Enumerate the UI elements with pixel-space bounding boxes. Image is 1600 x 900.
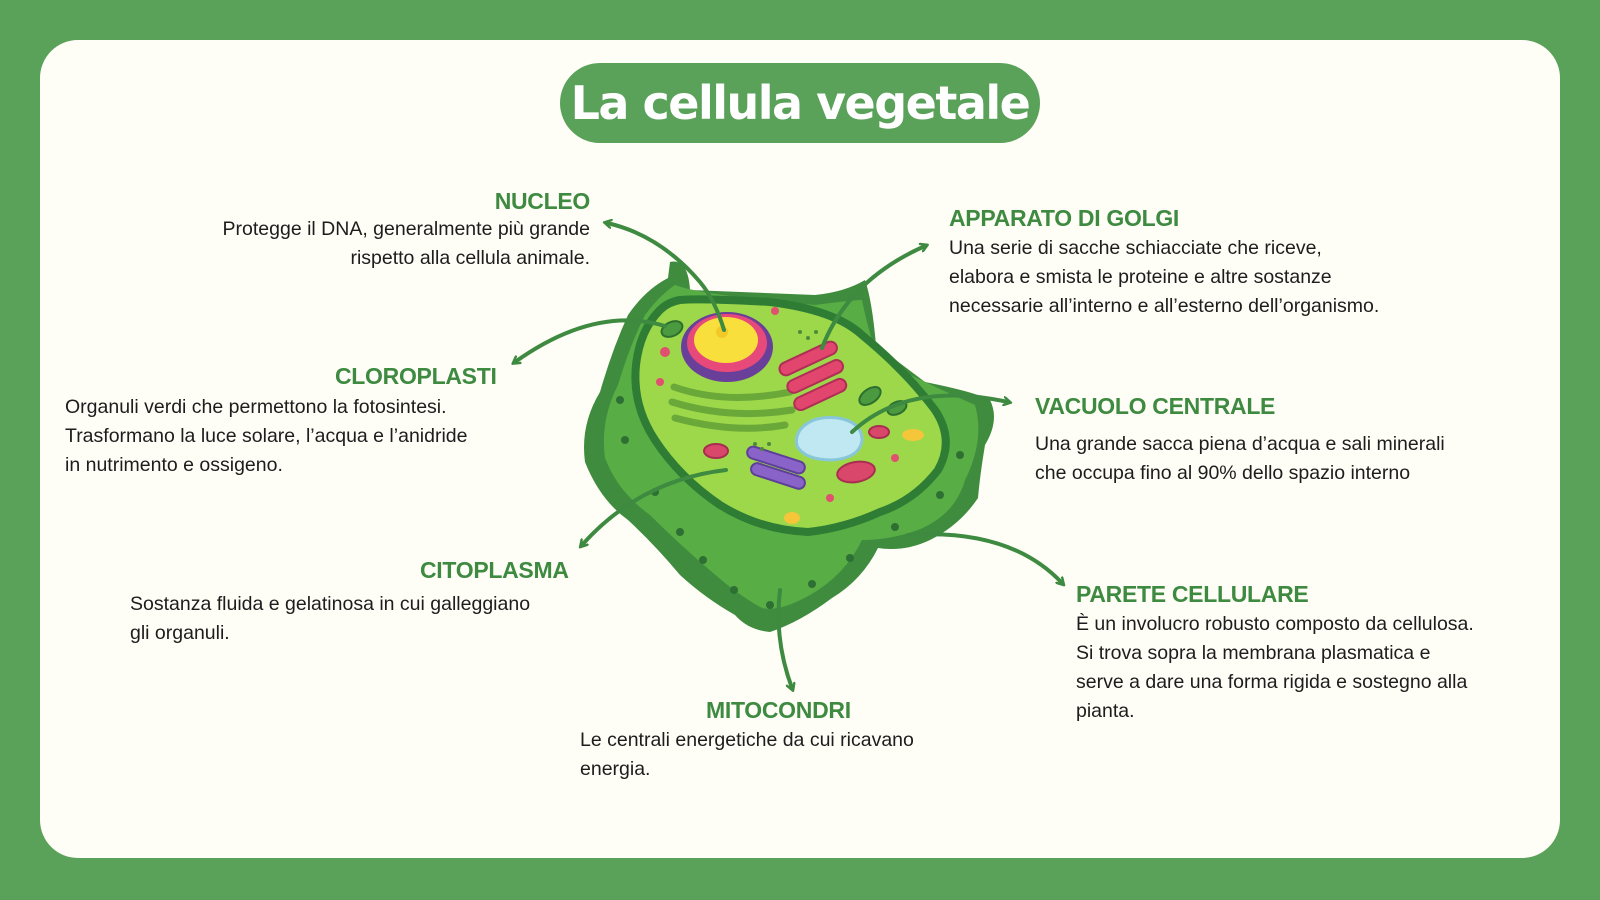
- golgi-heading: APPARATO DI GOLGI: [949, 205, 1180, 231]
- label-nucleo: NUCLEO Protegge il DNA, generalmente più…: [160, 187, 591, 273]
- citoplasma-heading: CITOPLASMA: [420, 557, 569, 583]
- arrow-vacuolo: [850, 393, 1008, 434]
- arrow-parete: [906, 532, 1062, 583]
- label-golgi: APPARATO DI GOLGI Una serie di sacche sc…: [949, 204, 1469, 321]
- label-parete: PARETE CELLULARE È un involucro robusto …: [1076, 580, 1556, 726]
- label-mitocondri: MITOCONDRI Le centrali energetiche da cu…: [580, 696, 1000, 784]
- nucleus: [681, 312, 773, 382]
- arrow-citoplasma: [582, 468, 728, 545]
- nucleo-heading: NUCLEO: [494, 188, 591, 214]
- er-membranes: [668, 383, 796, 432]
- arrow-nucleo: [607, 223, 726, 332]
- title-pill: La cellula vegetale: [560, 63, 1040, 143]
- arrow-golgi: [820, 246, 925, 350]
- page-title: La cellula vegetale: [570, 76, 1031, 130]
- mitocondri-description: Le centrali energetiche da cui ricavano …: [580, 729, 914, 780]
- mitocondri-heading: MITOCONDRI: [706, 697, 851, 723]
- mitochondria: [703, 425, 890, 484]
- label-citoplasma: CITOPLASMA Sostanza fluida e gelatinosa …: [130, 556, 590, 648]
- vacuolo-heading: VACUOLO CENTRALE: [1035, 393, 1276, 419]
- golgi-description: Una serie di sacche schiacciate che rice…: [949, 237, 1380, 317]
- label-vacuolo: VACUOLO CENTRALE Una grande sacca piena …: [1035, 392, 1535, 488]
- label-cloroplasti: CLOROPLASTI Organuli verdi che permetton…: [65, 362, 525, 480]
- nucleo-description: Protegge il DNA, generalmente più grande…: [222, 218, 590, 269]
- golgi-apparatus: [778, 340, 848, 412]
- cloroplasti-heading: CLOROPLASTI: [335, 363, 497, 389]
- citoplasma-description: Sostanza fluida e gelatinosa in cui gall…: [130, 593, 531, 644]
- arrow-mitocondri: [776, 588, 793, 688]
- connector-arrows: [515, 223, 1062, 688]
- parete-heading: PARETE CELLULARE: [1076, 581, 1309, 607]
- cloroplasti-description: Organuli verdi che permettono la fotosin…: [65, 396, 468, 476]
- arrow-cloroplasti: [515, 318, 667, 362]
- parete-description: È un involucro robusto composto da cellu…: [1076, 613, 1474, 722]
- vacuolo-description: Una grande sacca piena d’acqua e sali mi…: [1035, 433, 1445, 484]
- smooth-er: [746, 445, 806, 490]
- central-vacuole: [794, 416, 864, 462]
